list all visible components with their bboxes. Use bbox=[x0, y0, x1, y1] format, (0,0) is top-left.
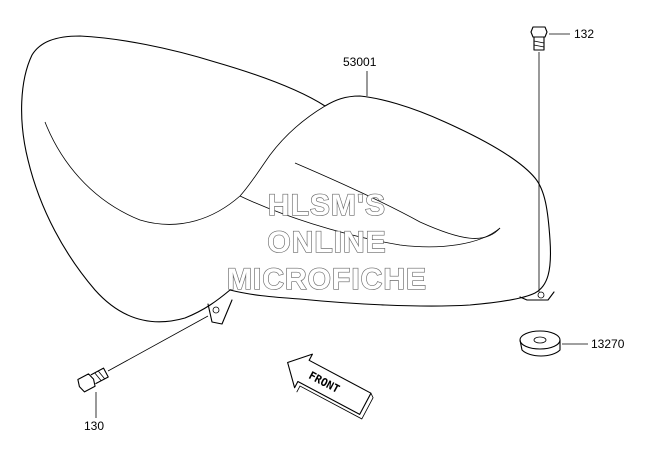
seat-part-label: 53001 bbox=[343, 55, 377, 69]
bolt-132-head-icon bbox=[530, 26, 548, 38]
seat bbox=[21, 35, 555, 325]
passenger-seat-contour bbox=[294, 162, 501, 239]
bolt-132 bbox=[530, 26, 548, 51]
collar-side bbox=[519, 339, 561, 357]
watermark-line-3: MICROFICHE bbox=[227, 263, 427, 296]
bolt-130-label: 130 bbox=[84, 419, 104, 433]
front-mount-hole bbox=[212, 306, 220, 314]
rear-mount-hole bbox=[537, 291, 545, 299]
collar-hole bbox=[533, 336, 547, 344]
passenger-seat-contour-lower bbox=[239, 195, 501, 248]
collar-13270 bbox=[519, 330, 561, 357]
collar-label: 13270 bbox=[591, 337, 625, 351]
bolt-130-axis-line bbox=[107, 315, 209, 372]
rider-seat-contour bbox=[44, 121, 241, 225]
collar-top bbox=[519, 330, 561, 350]
watermark-line-1: HLSM'S bbox=[268, 189, 386, 222]
front-arrow-icon: FRONT bbox=[287, 353, 374, 420]
watermark-line-2: ONLINE bbox=[267, 226, 386, 259]
bolt-130 bbox=[77, 367, 109, 393]
bolt-132-shank bbox=[533, 36, 545, 51]
rear-mount-tab bbox=[519, 291, 555, 301]
watermark: HLSM'S ONLINE MICROFICHE bbox=[226, 188, 427, 296]
bolt-130-shank bbox=[90, 367, 109, 385]
bolt-132-label: 132 bbox=[574, 27, 594, 41]
seat-outline bbox=[21, 35, 552, 323]
seat-ridge bbox=[239, 105, 326, 197]
bolt-130-head-icon bbox=[77, 373, 96, 393]
front-mount-tab bbox=[207, 299, 233, 325]
